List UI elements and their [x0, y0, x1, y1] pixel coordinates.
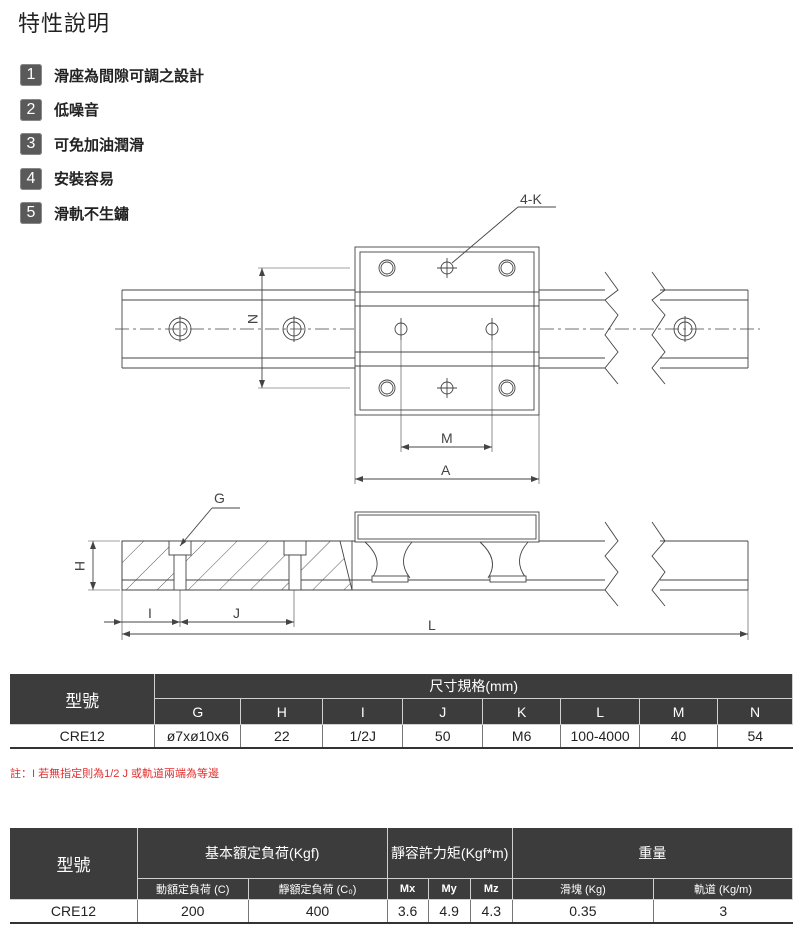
table-row: CRE12 ø7xø10x6 22 1/2J 50 M6 100-4000 40… [10, 724, 793, 749]
table-cell: 40 [639, 724, 718, 749]
technical-drawing: 4-K N M A [72, 191, 760, 640]
table-cell: 4.9 [428, 899, 471, 924]
sub-header-block: 滑塊 (Kg) [512, 878, 654, 900]
feature-number-badge: 2 [20, 98, 42, 121]
sub-header-dynamic: 動額定負荷 (C) [137, 878, 249, 900]
sub-header-static: 靜額定負荷 (C₀) [248, 878, 388, 900]
column-header: I [322, 698, 404, 725]
table-cell: ø7xø10x6 [154, 724, 242, 749]
feature-item: 5 滑軌不生鏽 [20, 202, 204, 224]
feature-list: 1 滑座為間隙可調之設計 2 低噪音 3 可免加油潤滑 4 安裝容易 5 滑軌不… [20, 64, 204, 237]
feature-text: 低噪音 [54, 102, 100, 119]
column-header: K [482, 698, 562, 725]
label-g: G [214, 490, 225, 506]
load-rating-table: 型號 基本額定負荷(Kgf) 靜容許力矩(Kgf*m) 重量 動額定負荷 (C)… [10, 828, 794, 924]
feature-item: 4 安裝容易 [20, 167, 204, 190]
column-header: J [402, 698, 484, 725]
top-view [115, 206, 760, 484]
model-header: 型號 [10, 674, 156, 725]
feature-text: 滑座為間隙可調之設計 [54, 67, 205, 85]
column-header: L [560, 698, 641, 725]
table-cell: 1/2J [322, 724, 404, 749]
label-n: N [245, 314, 261, 324]
table-cell: M6 [482, 724, 562, 749]
feature-number-badge: 3 [20, 133, 42, 155]
model-header: 型號 [10, 828, 138, 900]
column-header: N [717, 698, 793, 725]
feature-number-badge: 4 [20, 167, 42, 190]
table-cell: 54 [717, 724, 793, 749]
table-note: 註：I 若無指定則為1/2 J 或軌道兩端為等邊 [10, 768, 220, 780]
weight-header: 重量 [512, 828, 794, 879]
label-h: H [72, 561, 88, 571]
feature-number-badge: 5 [20, 202, 42, 224]
sub-header-mz: Mz [470, 878, 513, 900]
dimension-group-header: 尺寸規格(mm) [154, 674, 793, 700]
label-l: L [428, 617, 436, 633]
feature-item: 1 滑座為間隙可調之設計 [20, 64, 204, 86]
table-cell: 3 [653, 899, 793, 924]
table-cell: 0.35 [512, 899, 654, 924]
label-m: M [441, 430, 453, 446]
feature-text: 可免加油潤滑 [54, 136, 145, 154]
table-cell: 100-4000 [560, 724, 641, 749]
side-view [88, 507, 749, 640]
column-header: M [639, 698, 718, 725]
dimensions-table: 型號 尺寸規格(mm) G H I J K L M N CRE12 ø7xø10… [10, 674, 793, 749]
label-4k: 4-K [520, 191, 542, 207]
table-cell-model: CRE12 [10, 899, 138, 924]
label-a: A [441, 462, 451, 478]
sub-header-mx: Mx [387, 878, 429, 900]
table-cell: 50 [402, 724, 484, 749]
table-row: CRE12 200 400 3.6 4.9 4.3 0.35 3 [10, 899, 793, 924]
table-cell: 3.6 [387, 899, 429, 924]
feature-item: 3 可免加油潤滑 [20, 133, 204, 155]
table-cell: 22 [240, 724, 324, 749]
table-cell: 4.3 [470, 899, 513, 924]
moment-header: 靜容許力矩(Kgf*m) [387, 828, 513, 879]
feature-text: 安裝容易 [54, 171, 115, 188]
feature-text: 滑軌不生鏽 [54, 205, 130, 223]
table-cell: 200 [137, 899, 249, 924]
feature-number-badge: 1 [20, 64, 42, 86]
sub-header-rail: 軌道 (Kg/m) [653, 878, 794, 900]
table-cell: 400 [248, 899, 388, 924]
label-j: J [233, 605, 240, 621]
column-header: H [240, 698, 324, 725]
page-title: 特性說明 [18, 11, 111, 36]
sub-header-my: My [428, 878, 471, 900]
feature-item: 2 低噪音 [20, 98, 204, 121]
load-rating-header: 基本額定負荷(Kgf) [137, 828, 388, 879]
table-cell-model: CRE12 [10, 724, 156, 749]
column-header: G [154, 698, 242, 725]
label-i: I [148, 605, 152, 621]
